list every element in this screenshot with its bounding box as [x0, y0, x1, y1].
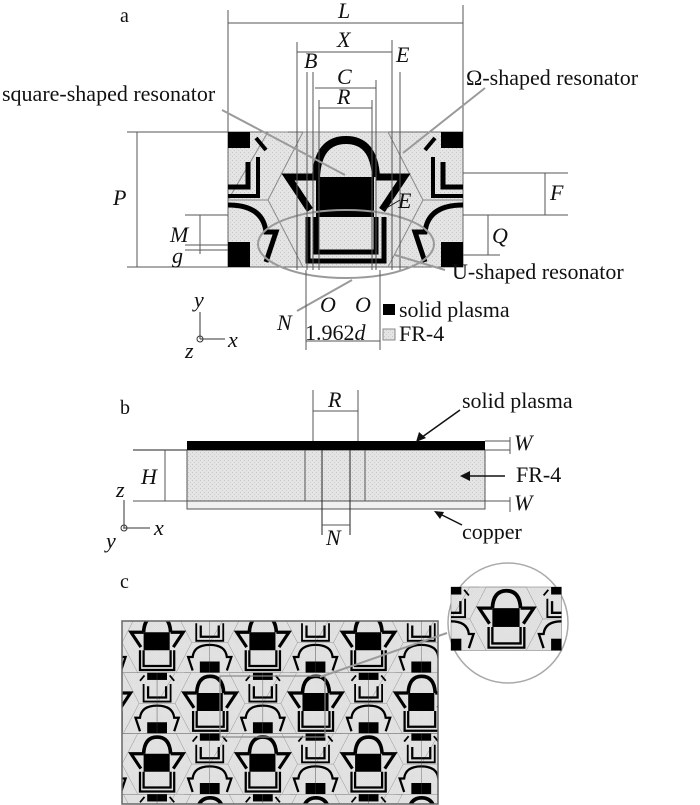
- panel-a: a L X B E C R: [2, 0, 639, 363]
- side-dim-label-W-bottom: W: [514, 490, 534, 515]
- legend-swatch-fr4: [382, 328, 396, 341]
- axes-triad-a: y x z: [184, 287, 238, 363]
- axis-label-y: y: [192, 287, 204, 312]
- dim-label-O-left: O: [320, 292, 336, 317]
- selected-unit-cell: [219, 675, 326, 738]
- legend-swatch-solid-plasma: [383, 304, 395, 315]
- side-dim-label-W-top: W: [514, 430, 534, 455]
- dim-label-N: N: [276, 310, 293, 335]
- periodic-array: [122, 621, 438, 804]
- dim-label-R: R: [336, 84, 351, 109]
- unit-cell-top-view: [228, 132, 463, 279]
- dim-label-B: B: [304, 48, 317, 73]
- axis-label-x-b: x: [153, 515, 164, 540]
- axis-label-z-b: z: [115, 477, 125, 502]
- callout-copper: copper: [462, 519, 523, 544]
- legend-label-fr4: FR-4: [399, 321, 444, 346]
- callout-omega-resonator: Ω-shaped resonator: [466, 65, 639, 90]
- callout-solid-plasma: solid plasma: [462, 388, 573, 413]
- dim-label-1962d-number: 1.962: [305, 320, 355, 345]
- panel-b: b R H N W W solid plasma: [104, 387, 573, 553]
- axis-label-x: x: [227, 327, 238, 352]
- legend: solid plasma FR-4: [382, 297, 510, 346]
- magnified-unit-cell: [447, 562, 569, 684]
- dim-label-d: d: [355, 320, 367, 345]
- callout-fr4: FR-4: [516, 462, 561, 487]
- dim-label-L: L: [337, 0, 350, 23]
- panel-c: c: [120, 562, 569, 805]
- dim-label-1962d: 1.962d: [305, 320, 367, 345]
- dim-label-Q: Q: [492, 223, 508, 248]
- dim-label-X: X: [336, 27, 352, 52]
- dim-label-M: M: [169, 222, 190, 247]
- axis-label-y-b: y: [104, 528, 116, 553]
- copper-layer: [186, 500, 486, 510]
- dim-label-g: g: [172, 243, 183, 268]
- panel-b-label: b: [120, 397, 130, 419]
- dim-label-E-top: E: [395, 42, 410, 67]
- panel-a-label: a: [120, 5, 129, 27]
- side-dim-label-N: N: [325, 525, 342, 550]
- solid-plasma-layer: [187, 441, 485, 450]
- dim-label-F: F: [549, 180, 564, 205]
- axis-label-z: z: [184, 338, 194, 363]
- dim-label-E-side: E: [397, 188, 412, 213]
- legend-label-solid-plasma: solid plasma: [399, 297, 510, 322]
- side-dim-label-H: H: [140, 464, 158, 489]
- axes-triad-b: z x y: [104, 477, 164, 553]
- dim-label-O-right: O: [355, 292, 371, 317]
- callout-u-resonator: U-shaped resonator: [452, 259, 624, 284]
- side-dim-label-R: R: [327, 387, 342, 412]
- dim-label-P: P: [112, 185, 126, 210]
- dim-label-C: C: [337, 64, 352, 89]
- callout-square-resonator: square-shaped resonator: [2, 81, 216, 106]
- fr4-substrate: [186, 449, 486, 502]
- panel-c-label: c: [120, 571, 129, 593]
